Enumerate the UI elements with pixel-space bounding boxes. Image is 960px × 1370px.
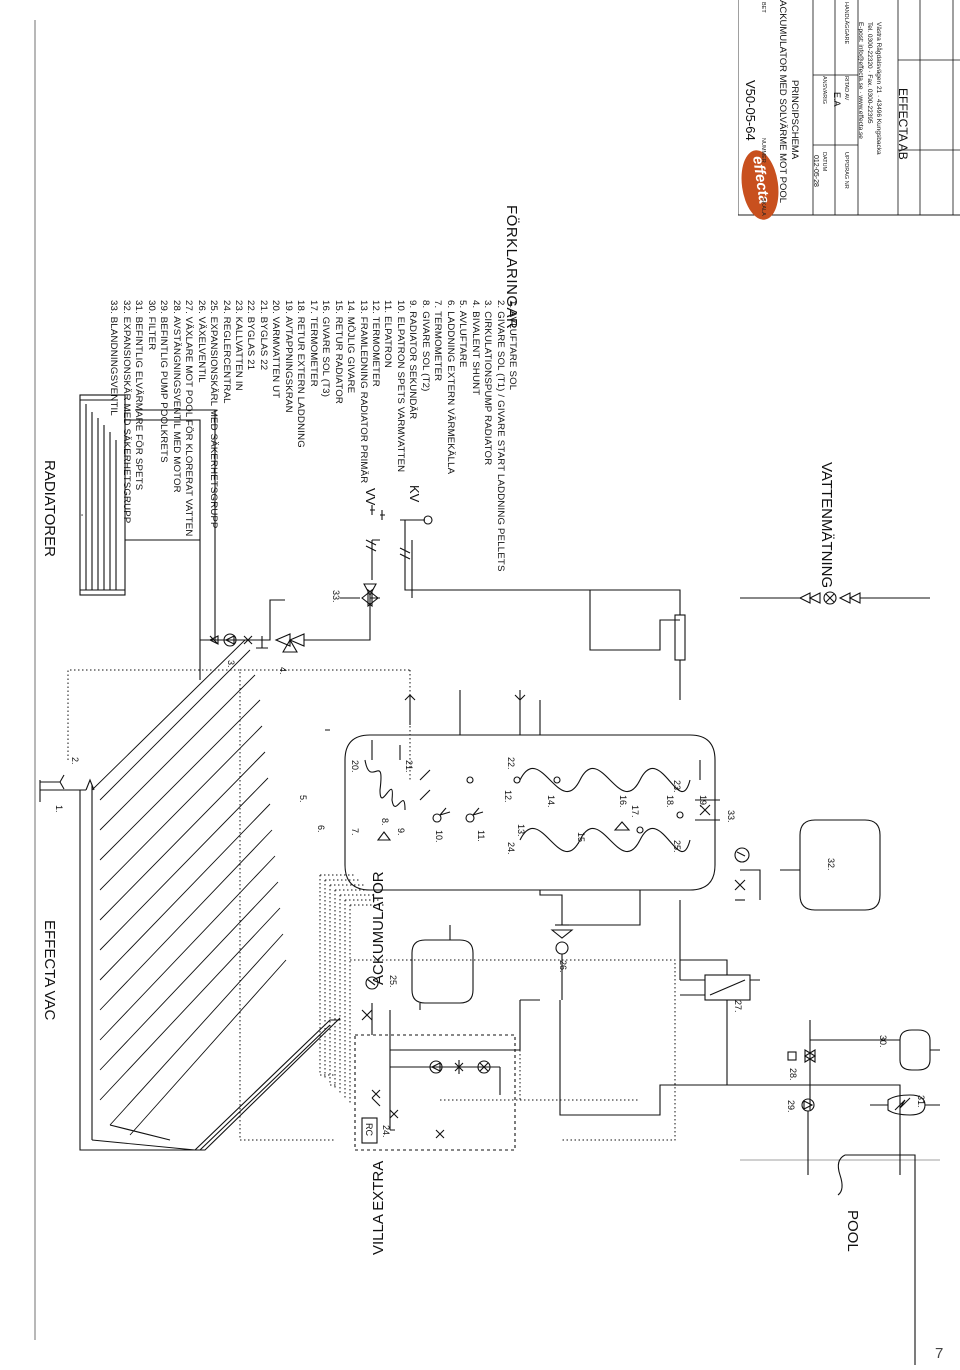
page-number: 7 bbox=[935, 1345, 943, 1362]
label-ansvarig: ANSVARIG bbox=[821, 76, 827, 104]
label-blad: BET bbox=[760, 2, 766, 13]
legend-item: 12. TERMOMETER bbox=[369, 300, 381, 572]
label-n25: 25. bbox=[672, 840, 682, 853]
legend-item: 11. ELPATRON bbox=[381, 300, 393, 572]
legend-item: 3. CIRKULATIONSPUMP RADIATOR bbox=[481, 300, 493, 572]
legend-item: 8. GIVARE SOL (T2) bbox=[418, 300, 430, 572]
legend-item: 26. VÄXELVENTIL bbox=[194, 300, 206, 572]
label-handlaggare: HANDLÄGGARE bbox=[843, 2, 849, 44]
label-n23: 23. bbox=[672, 780, 682, 793]
label-skala: SKALA bbox=[760, 198, 766, 216]
legend-item: 27. VÄXLARE MOT POOL FÖR KLORERAT VATTEN bbox=[182, 300, 194, 572]
label-n15: 15. bbox=[576, 832, 586, 845]
company-email: E-post: info@effecta.se · www.effecta.se bbox=[857, 22, 864, 139]
legend-item: 7. TERMOMETER bbox=[431, 300, 443, 572]
legend-item: 9. RADIATOR SEKUNDÄR bbox=[406, 300, 418, 572]
legend-item: 15. RETUR RADIATOR bbox=[331, 300, 343, 572]
label-n33b: 33. bbox=[726, 810, 736, 823]
label-n24b: 24. bbox=[381, 1125, 391, 1138]
label-uppdrag: UPPDRAG NR bbox=[843, 152, 849, 189]
label-nummer: NUMMER bbox=[760, 138, 766, 163]
legend-item: 14. MÖJLIG GIVARE bbox=[344, 300, 356, 572]
legend-item: 33. BLANDNINGSVENTIL bbox=[107, 300, 119, 572]
drawing-title-2: ACKUMULATOR MED SOLVÄRME MOT POOL bbox=[777, 0, 788, 203]
company-phone: Tel. 0300-22320 · Fax. 0300-22395 bbox=[866, 22, 873, 124]
drawing-title-1: PRINCIPSCHEMA bbox=[789, 80, 800, 159]
company-address: Västra Rågdalsvägen 21 · 43496 Kungsback… bbox=[875, 22, 882, 155]
label-rc: RC bbox=[364, 1123, 374, 1136]
legend-item: 10. ELPATRON SPETS VARMVATTEN bbox=[393, 300, 405, 572]
drawing-number: V50-05-64 bbox=[743, 80, 758, 141]
label-datum: DATUM bbox=[821, 152, 827, 171]
legend-item: 17. TERMOMETER bbox=[306, 300, 318, 572]
legend-item: 19. AVTAPPNINGSKRAN bbox=[281, 300, 293, 572]
label-n17: 17. bbox=[630, 805, 640, 818]
legend-item: 32. EXPANSIONSKÄR MED SÄKERHETSGRUPP bbox=[120, 300, 132, 572]
legend-item: 28. AVSTÄNGNINGSVENTIL MED MOTOR bbox=[169, 300, 181, 572]
legend-item: 25. EXPANSIONSKÄRL MED SÄKERHETSGRUPP bbox=[207, 300, 219, 572]
ritad-value: E.A bbox=[832, 92, 842, 107]
company-name: EFFECTA AB bbox=[896, 88, 910, 160]
legend-item: 6. LADDNING EXTERN VÄRMEKÄLLA bbox=[443, 300, 455, 572]
label-ritad: RITAD AV bbox=[843, 76, 849, 100]
label-n14: 14. bbox=[546, 795, 556, 808]
label-n18: 18. bbox=[665, 795, 675, 808]
legend-item: 18. RETUR EXTERN LADDNING bbox=[294, 300, 306, 572]
title-block-content: effecta EFFECTA AB Västra Rågdalsvägen 2… bbox=[738, 0, 928, 1125]
label-n16: 16. bbox=[618, 795, 628, 808]
legend-item: 13. FRAMLEDNING RADIATOR PRIMÄR bbox=[356, 300, 368, 572]
legend-item: 21. BYGLAS 22 bbox=[256, 300, 268, 572]
legend-item: 2. GIVARE SOL (T1) / GIVARE START LADDNI… bbox=[493, 300, 505, 572]
legend-item: 4. BIVALENT SHUNT bbox=[468, 300, 480, 572]
label-n26: 26. bbox=[558, 960, 568, 973]
legend-item: 22. BYGLAS 21 bbox=[244, 300, 256, 572]
legend-item: 23. KALLVATTEN IN bbox=[232, 300, 244, 572]
legend-item: 20. VARMVATTEN UT bbox=[269, 300, 281, 572]
datum-value: 012-05-28 bbox=[812, 155, 819, 187]
valve-26 bbox=[552, 925, 572, 954]
legend-item: 1. AVLUFTARE SOL bbox=[506, 300, 518, 572]
legend-item: 29. BEFINTLIG PUMP POOLKRETS bbox=[157, 300, 169, 572]
label-n19: 19. bbox=[698, 795, 708, 808]
legend-item: 16. GIVARE SOL (T3) bbox=[319, 300, 331, 572]
legend-item: 5. AVLUFTARE bbox=[456, 300, 468, 572]
title-block: effecta EFFECTA AB Västra Rågdalsvägen 2… bbox=[738, 0, 960, 1365]
heading-villa: VILLA EXTRA bbox=[370, 1161, 387, 1255]
legend-item: 31. BEFINTLIG ELVÄRMARE FÖR SPETS bbox=[132, 300, 144, 572]
legend-item: 30. FILTER bbox=[144, 300, 156, 572]
legend-item: 24. REGLERCENTRAL bbox=[219, 300, 231, 572]
